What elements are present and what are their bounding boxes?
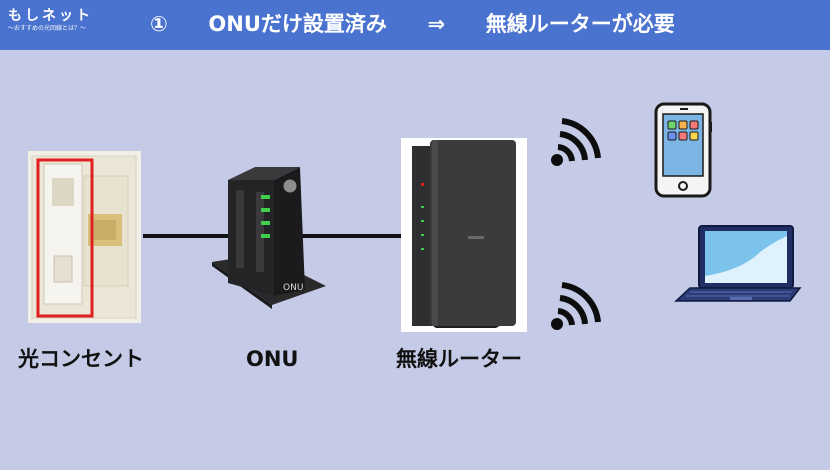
logo-title: もしネット — [8, 8, 93, 24]
outlet-photo — [28, 151, 141, 323]
router-photo — [401, 138, 527, 332]
onu-device-text: ONU — [283, 283, 303, 293]
router-label: 無線ルーター — [396, 347, 522, 371]
site-logo[interactable]: もしネット 〜おすすめの光回線とは？〜 — [8, 8, 93, 34]
requirement-text: 無線ルーターが必要 — [485, 12, 675, 36]
step-text: ONUだけ設置済み — [208, 12, 387, 36]
arrow-text: ⇒ — [427, 12, 446, 36]
onu-label: ONU — [246, 347, 299, 371]
page-title: ① ONUだけ設置済み ⇒ 無線ルーターが必要 — [150, 10, 675, 38]
header-bar: もしネット 〜おすすめの光回線とは？〜 ① ONUだけ設置済み ⇒ 無線ルーター… — [0, 0, 830, 50]
laptop-icon — [674, 225, 802, 302]
outlet-highlight-box — [36, 158, 94, 318]
logo-subtitle: 〜おすすめの光回線とは？〜 — [8, 25, 87, 32]
onu-device-icon: ONU — [212, 167, 326, 309]
outlet-label: 光コンセント — [18, 347, 144, 371]
wifi-icon — [551, 282, 601, 330]
wifi-icon — [551, 118, 601, 166]
smartphone-icon — [654, 102, 712, 198]
step-number: ① — [150, 12, 168, 36]
